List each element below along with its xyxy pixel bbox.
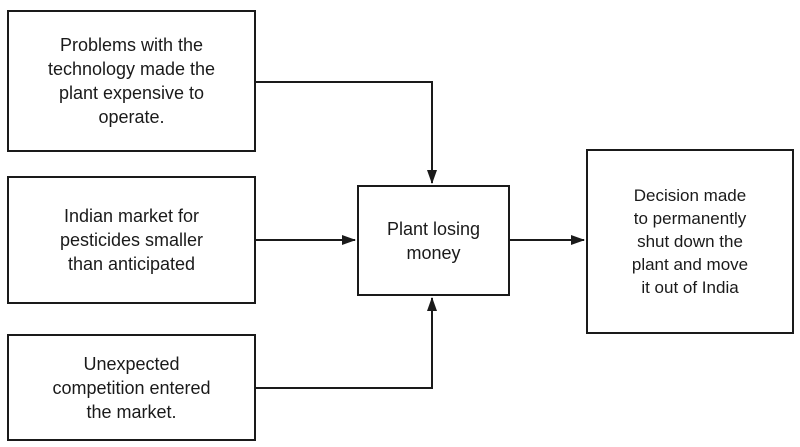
node-technology-problems-label: Problems with the technology made the pl…: [47, 35, 216, 127]
node-unexpected-competition: Unexpected competition entered the marke…: [7, 334, 256, 441]
node-shutdown-decision-label: Decision made to permanently shut down t…: [631, 186, 749, 297]
node-plant-losing-money-label: Plant losing money: [386, 218, 481, 263]
node-unexpected-competition-label: Unexpected competition entered the marke…: [52, 353, 211, 422]
node-small-market: Indian market for pesticides smaller tha…: [7, 176, 256, 304]
node-technology-problems: Problems with the technology made the pl…: [7, 10, 256, 152]
node-small-market-label: Indian market for pesticides smaller tha…: [59, 206, 204, 274]
node-plant-losing-money: Plant losing money: [357, 185, 510, 296]
arrow-competition-to-plant: [256, 297, 437, 389]
node-shutdown-decision: Decision made to permanently shut down t…: [586, 149, 794, 334]
arrow-problems-to-plant: [256, 81, 437, 184]
